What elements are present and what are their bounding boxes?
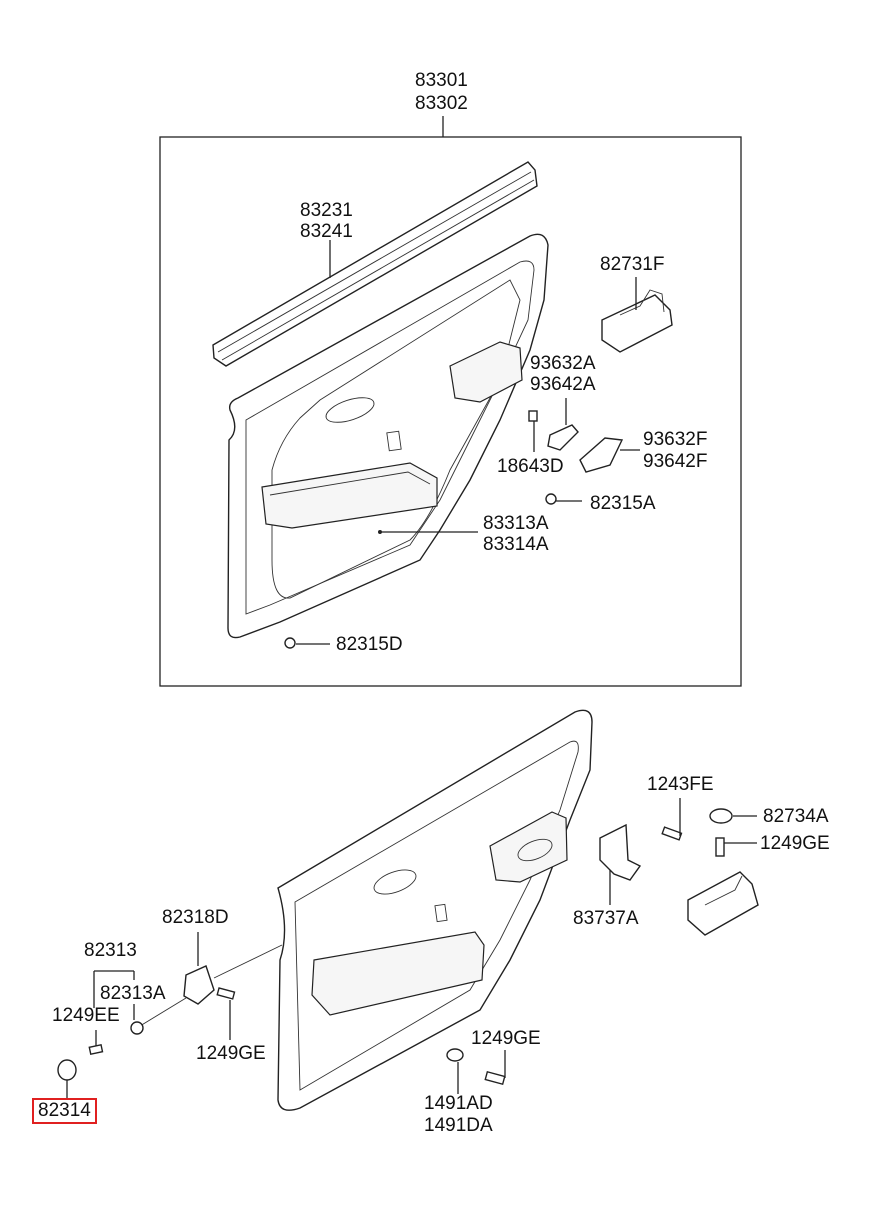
- callout-83737A[interactable]: 83737A: [573, 908, 639, 929]
- callout-1249GE-bottom[interactable]: 1249GE: [471, 1028, 541, 1049]
- callout-93642A[interactable]: 93642A: [530, 374, 596, 395]
- clip-93632A: [547, 398, 579, 451]
- bolt-1243FE: [661, 798, 683, 841]
- upper-door-trim-panel: [227, 233, 549, 639]
- callout-82731F[interactable]: 82731F: [600, 254, 665, 275]
- callout-93632F[interactable]: 93632F: [643, 429, 708, 450]
- callout-83231[interactable]: 83231: [300, 200, 353, 221]
- callout-83314A[interactable]: 83314A: [483, 534, 549, 555]
- callout-82734A[interactable]: 82734A: [763, 806, 829, 827]
- screw-1249GE-mid: [216, 987, 236, 1040]
- callout-93632A[interactable]: 93632A: [530, 353, 596, 374]
- handle-bracket-82318D: [139, 932, 283, 1027]
- screw-1249EE: [88, 1030, 104, 1056]
- screw-82315A: [545, 493, 582, 505]
- assembly-frame: [159, 136, 742, 687]
- callout-1491DA[interactable]: 1491DA: [424, 1115, 493, 1136]
- clip-93632F: [579, 437, 640, 473]
- callout-1249GE-mid[interactable]: 1249GE: [196, 1043, 266, 1064]
- screw-82315D: [284, 637, 330, 649]
- pin-18643D: [528, 410, 538, 452]
- callout-82313A[interactable]: 82313A: [100, 983, 166, 1004]
- callout-83301[interactable]: 83301: [415, 70, 468, 91]
- screw-1249GE-bottom: [484, 1050, 506, 1086]
- cap-82734A: [709, 808, 757, 824]
- callout-82313[interactable]: 82313: [84, 940, 137, 961]
- callout-83313A[interactable]: 83313A: [483, 513, 549, 534]
- cap-82314: [57, 1059, 77, 1098]
- callout-83241[interactable]: 83241: [300, 221, 353, 242]
- screw-1249GE-right: [715, 837, 757, 857]
- callout-82318D[interactable]: 82318D: [162, 907, 229, 928]
- callout-82315A[interactable]: 82315A: [590, 493, 656, 514]
- leader-82313: [93, 970, 144, 1035]
- lower-door-trim-panel: [277, 709, 593, 1111]
- bracket-lower-right: [687, 871, 759, 936]
- callout-1491AD[interactable]: 1491AD: [424, 1093, 493, 1114]
- callout-1243FE[interactable]: 1243FE: [647, 774, 714, 795]
- bracket-82731F: [601, 277, 673, 353]
- bracket-83737A: [599, 823, 642, 905]
- callout-1249EE[interactable]: 1249EE: [52, 1005, 120, 1026]
- clip-1491AD: [446, 1048, 464, 1094]
- callout-83302[interactable]: 83302: [415, 93, 468, 114]
- callout-18643D[interactable]: 18643D: [497, 456, 564, 477]
- door-weatherstrip: [212, 161, 538, 367]
- callout-82314-highlighted[interactable]: 82314: [32, 1098, 97, 1124]
- callout-1249GE-right[interactable]: 1249GE: [760, 833, 830, 854]
- callout-82315D[interactable]: 82315D: [336, 634, 403, 655]
- callout-93642F[interactable]: 93642F: [643, 451, 708, 472]
